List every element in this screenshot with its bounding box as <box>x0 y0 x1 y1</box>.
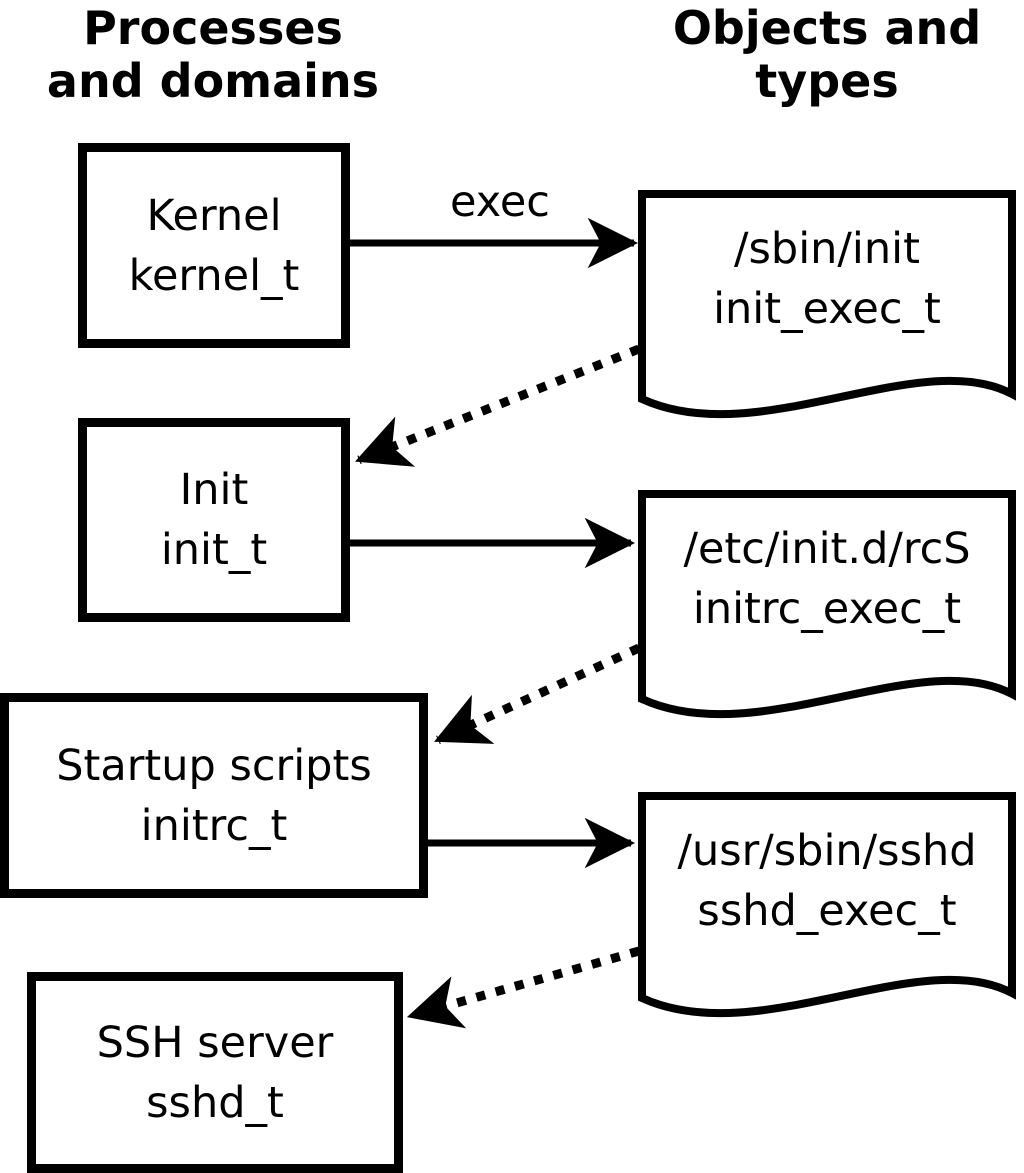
process-domain: kernel_t <box>128 250 300 301</box>
column-header-objects-line1: Objects and <box>672 1 982 55</box>
object-shape-etc-initd-rcs <box>638 490 1016 719</box>
column-header-processes: Processes and domains <box>0 2 436 108</box>
process-domain: sshd_t <box>146 1077 284 1128</box>
object-shape-sbin-init <box>638 190 1016 419</box>
column-header-objects-line2: types <box>755 54 899 108</box>
process-domain: initrc_t <box>140 800 288 851</box>
object-label-usr-sbin-sshd: /usr/sbin/sshd sshd_exec_t <box>642 796 1012 966</box>
edge-transition-sshd-to-sshd-t <box>406 946 641 1029</box>
process-box-startup-scripts: Startup scripts initrc_t <box>0 693 428 898</box>
process-name: Init <box>179 465 249 515</box>
process-name: SSH server <box>96 1017 334 1068</box>
column-header-objects: Objects and types <box>614 2 1024 108</box>
column-header-processes-line1: Processes <box>83 1 343 55</box>
process-domain: init_t <box>160 525 268 575</box>
process-box-ssh-server: SSH server sshd_t <box>27 972 403 1173</box>
process-box-kernel: Kernel kernel_t <box>78 143 350 348</box>
object-shape-usr-sbin-sshd <box>638 792 1016 1018</box>
object-path: /sbin/init <box>734 224 920 274</box>
object-path: /usr/sbin/sshd <box>677 826 977 876</box>
edge-transition-sbin-init-to-init-t <box>354 344 641 467</box>
object-label-etc-initd-rcs: /etc/init.d/rcS initrc_exec_t <box>642 494 1012 664</box>
object-path: /etc/init.d/rcS <box>683 524 971 574</box>
column-header-processes-line2: and domains <box>46 54 380 108</box>
object-type: init_exec_t <box>713 284 941 334</box>
object-type: sshd_exec_t <box>697 886 957 936</box>
process-name: Startup scripts <box>56 740 372 791</box>
object-label-sbin-init: /sbin/init init_exec_t <box>642 194 1012 364</box>
edge-transition-rcs-to-initrc-t <box>434 643 641 745</box>
object-type: initrc_exec_t <box>692 584 962 634</box>
process-box-init: Init init_t <box>78 418 350 622</box>
edge-label-exec: exec <box>450 177 550 227</box>
process-name: Kernel <box>146 190 282 241</box>
